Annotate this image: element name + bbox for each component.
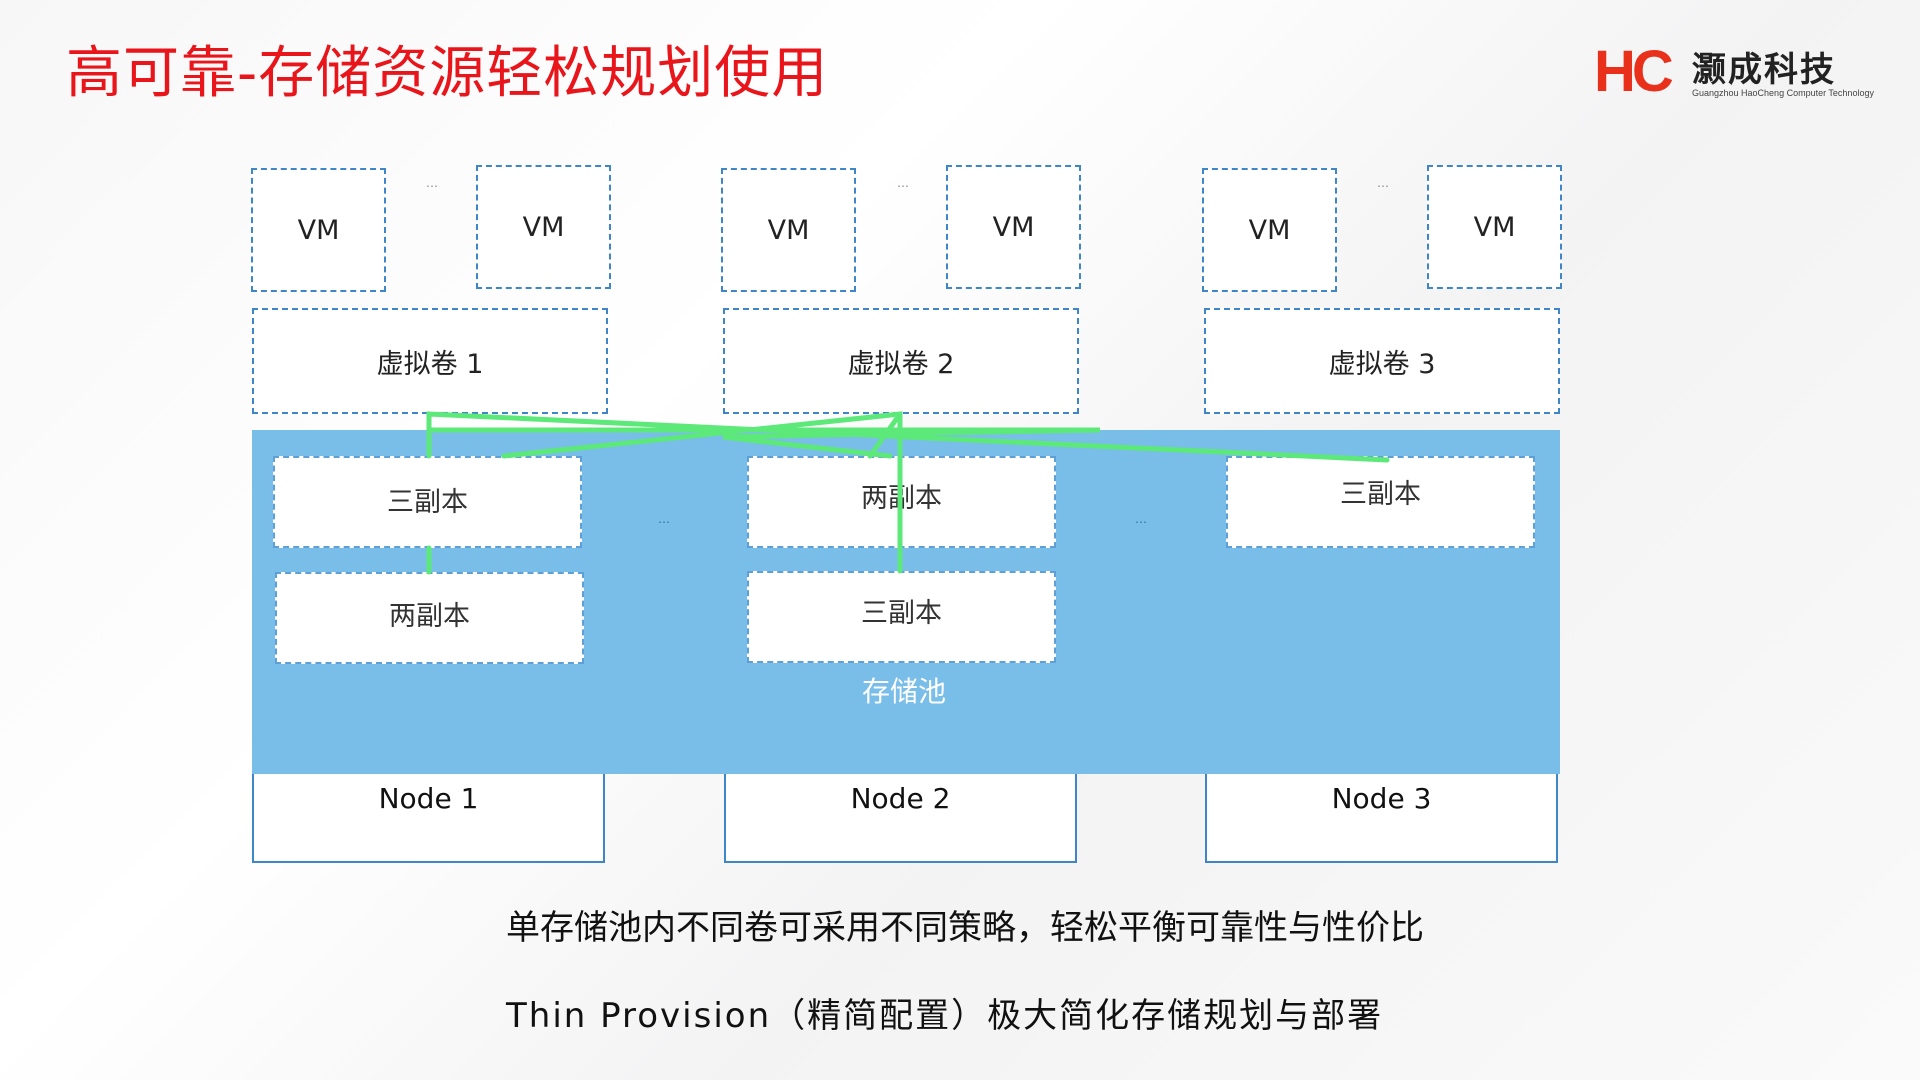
vm-box: VM xyxy=(721,168,856,292)
replica-box: 两副本 xyxy=(275,572,584,664)
node-label-1: Node 1 xyxy=(378,782,479,815)
storage-pool-label: 存储池 xyxy=(862,675,947,708)
replica-box: 三副本 xyxy=(1226,456,1535,548)
vm-box: VM xyxy=(946,165,1081,289)
logo-mark: HC xyxy=(1594,39,1674,104)
node-label-3: Node 3 xyxy=(1331,782,1432,815)
virtual-volume-2: 虚拟卷 2 xyxy=(723,308,1079,414)
pool-separator-2: … xyxy=(1135,512,1147,526)
caption-thin-provision: Thin Provision（精简配置）极大简化存储规划与部署 xyxy=(506,996,1384,1036)
replica-box: 两副本 xyxy=(747,456,1056,548)
caption-strategy: 单存储池内不同卷可采用不同策略，轻松平衡可靠性与性价比 xyxy=(506,908,1424,948)
pool-separator-1: … xyxy=(658,512,670,526)
replica-box: 三副本 xyxy=(747,571,1056,663)
replica-box: 三副本 xyxy=(273,456,582,548)
vm-separator-2: … xyxy=(897,176,909,190)
node-label-2: Node 2 xyxy=(850,782,951,815)
page-title: 高可靠-存储资源轻松规划使用 xyxy=(66,41,829,106)
virtual-volume-1: 虚拟卷 1 xyxy=(252,308,608,414)
vm-separator-3: … xyxy=(1377,176,1389,190)
virtual-volume-3: 虚拟卷 3 xyxy=(1204,308,1560,414)
logo-name-en: Guangzhou HaoCheng Computer Technology xyxy=(1692,88,1874,98)
vm-separator-1: … xyxy=(426,176,438,190)
company-logo: HC 灏成科技 Guangzhou HaoCheng Computer Tech… xyxy=(1594,38,1874,108)
logo-name-cn: 灏成科技 xyxy=(1692,50,1836,90)
vm-box: VM xyxy=(476,165,611,289)
vm-box: VM xyxy=(1427,165,1562,289)
vm-box: VM xyxy=(251,168,386,292)
vm-box: VM xyxy=(1202,168,1337,292)
